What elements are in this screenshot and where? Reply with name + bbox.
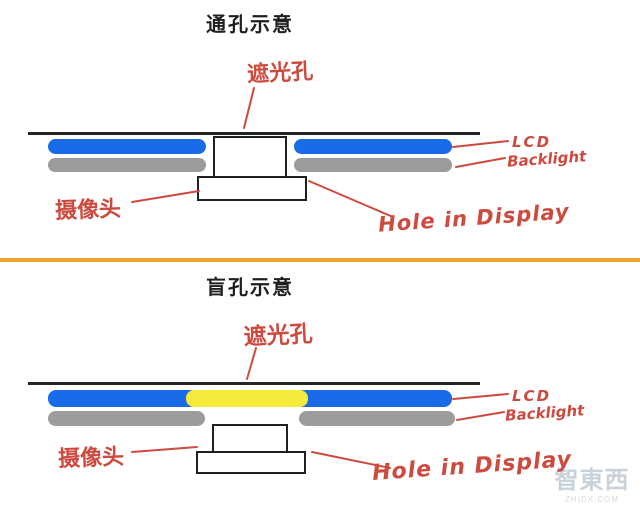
lcd-label: LCD bbox=[512, 387, 552, 405]
leader-line-shade-bottom bbox=[246, 347, 257, 380]
light-block-hole-label: 遮光孔 bbox=[243, 321, 314, 351]
lcd-layer-left bbox=[48, 139, 206, 154]
leader-line-camera-top bbox=[131, 190, 200, 203]
cover-glass-line bbox=[28, 382, 480, 385]
watermark-domain: ZHIDX.COM bbox=[565, 495, 619, 504]
backlight-layer-left bbox=[48, 411, 205, 426]
lcd-label: LCD bbox=[512, 133, 552, 151]
cover-glass-line bbox=[28, 132, 480, 135]
leader-line-backlight-top bbox=[455, 157, 506, 168]
camera-module-base bbox=[196, 451, 306, 474]
blind-hole-window bbox=[186, 390, 308, 407]
watermark: 智東西 ZHIDX.COM bbox=[550, 460, 634, 504]
backlight-layer-left bbox=[48, 158, 206, 172]
watermark-logo: 智東西 bbox=[554, 467, 630, 494]
panel-title: 通孔示意 bbox=[206, 14, 294, 36]
camera-module-top bbox=[213, 136, 287, 178]
camera-label: 摄像头 bbox=[57, 444, 125, 473]
light-block-hole-label: 遮光孔 bbox=[246, 59, 314, 88]
leader-line-lcd-bottom bbox=[452, 393, 509, 400]
camera-module-top bbox=[212, 424, 288, 454]
camera-label: 摄像头 bbox=[54, 196, 122, 225]
backlight-layer-right bbox=[294, 158, 452, 172]
hole-in-display-label: Hole in Display bbox=[371, 447, 573, 486]
leader-line-shade-top bbox=[243, 87, 255, 129]
hole-in-display-label: Hole in Display bbox=[377, 199, 571, 237]
leader-line-camera-bottom bbox=[131, 446, 198, 453]
leader-line-lcd-top bbox=[452, 140, 509, 148]
backlight-layer-right bbox=[299, 411, 455, 426]
section-divider bbox=[0, 258, 640, 262]
camera-module-base bbox=[197, 176, 307, 201]
leader-line-backlight-bottom bbox=[456, 411, 505, 421]
panel-title: 盲孔示意 bbox=[206, 277, 294, 299]
lcd-layer-right bbox=[294, 139, 452, 154]
